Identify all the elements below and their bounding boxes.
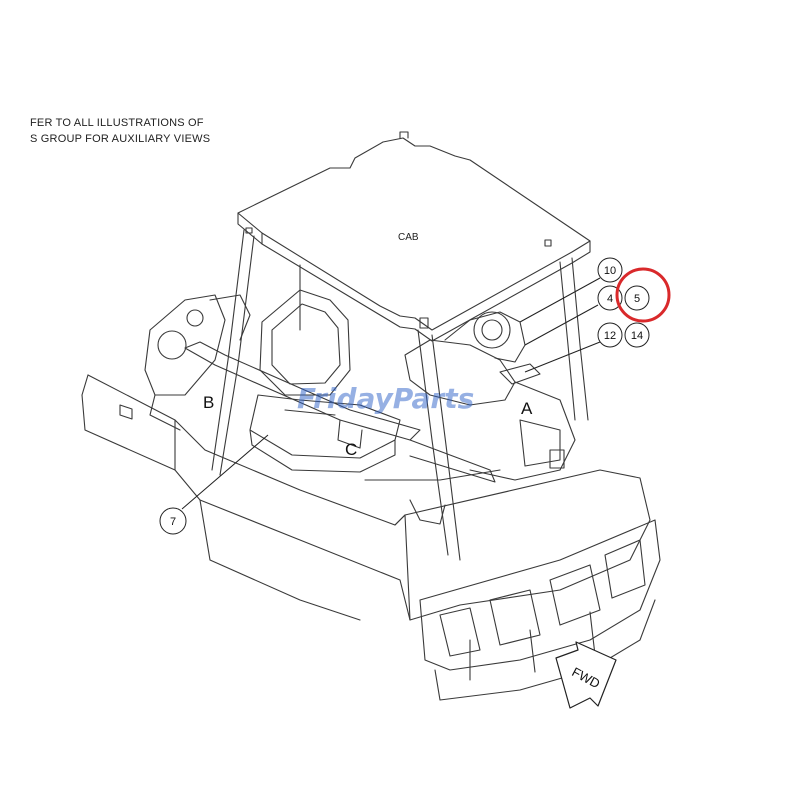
callout-12: 12 <box>597 322 623 348</box>
leader-10 <box>519 277 601 323</box>
fwd-arrow: FWD <box>555 641 617 709</box>
note-line-2: S GROUP FOR AUXILIARY VIEWS <box>30 133 211 145</box>
leader-4 <box>524 304 599 346</box>
guard-rail <box>364 469 501 525</box>
cab-roof <box>237 131 591 342</box>
svg-text:10: 10 <box>604 265 616 277</box>
zone-c-label: C <box>345 440 357 459</box>
lower-frame <box>81 374 651 621</box>
callout-14: 14 <box>624 322 650 348</box>
cab-label: CAB <box>398 232 419 243</box>
svg-text:5: 5 <box>634 293 640 305</box>
callout-7: 7 <box>159 507 187 535</box>
svg-text:14: 14 <box>631 330 643 342</box>
watermark: FridayParts <box>297 382 474 415</box>
cab-pillars <box>211 229 589 561</box>
zone-b-label: B <box>203 393 214 412</box>
note-line-1: FER TO ALL ILLUSTRATIONS OF <box>30 117 204 129</box>
operator-seat <box>249 289 401 473</box>
zone-a-label: A <box>521 399 533 418</box>
svg-text:4: 4 <box>607 293 613 305</box>
svg-text:7: 7 <box>170 516 176 528</box>
left-machinery <box>144 294 251 431</box>
svg-text:12: 12 <box>604 330 616 342</box>
leader-12 <box>524 341 601 373</box>
right-console <box>404 311 576 481</box>
callout-10: 10 <box>597 257 623 283</box>
control-arm-c <box>184 341 496 483</box>
front-blade <box>419 519 661 701</box>
leader-7 <box>181 434 269 510</box>
callout-5: 5 <box>624 285 650 311</box>
highlight-circle <box>615 267 671 323</box>
